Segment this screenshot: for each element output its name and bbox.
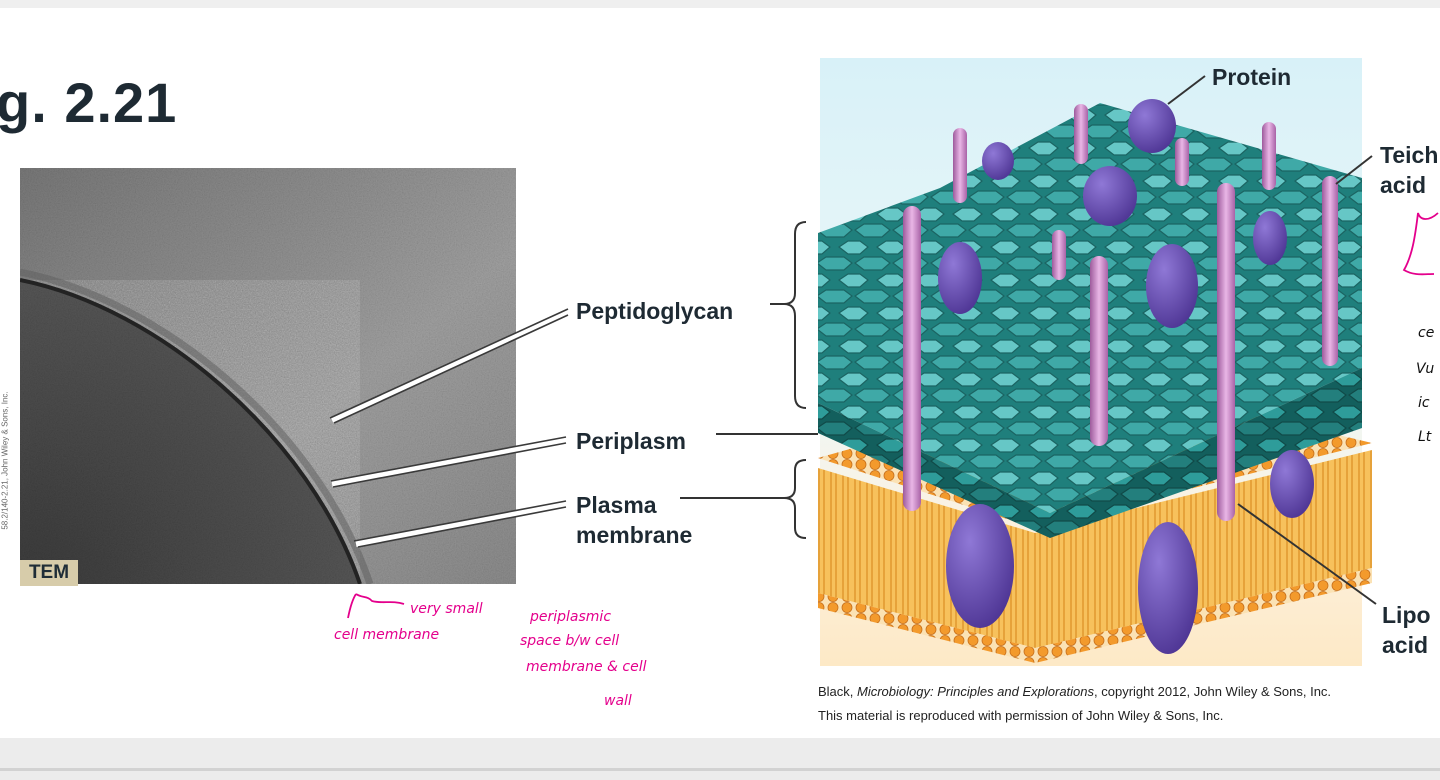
copyright-suffix: , copyright 2012, John Wiley & Sons, Inc… [1094, 684, 1332, 699]
handwriting-note-b-line3: membrane & cell [526, 659, 647, 675]
copyright-book-title: Microbiology: Principles and Exploration… [857, 684, 1095, 699]
label-protein: Protein [1212, 64, 1292, 90]
bottom-bar [0, 738, 1440, 780]
label-lipoteichoic-acid: Lipo acid [1382, 600, 1431, 660]
label-teichoic-line2: acid [1380, 172, 1427, 198]
label-peptidoglycan: Peptidoglycan [576, 298, 734, 324]
teichoic-leader [1335, 155, 1373, 185]
bottom-scroll-line [0, 768, 1440, 771]
handwriting-note-b-line1: periplasmic [530, 609, 612, 625]
handwriting-right-line3: Vu [1416, 361, 1435, 377]
label-plasma-membrane: Plasma membrane [576, 490, 692, 550]
handwriting-note-b-line2: space b/w cell [520, 633, 620, 649]
label-lipo-line1: Lipo [1382, 602, 1431, 628]
handwriting-note-a-line2: cell membrane [334, 627, 440, 643]
peptidoglycan-side [1050, 368, 1362, 538]
label-teichoic-acid: Teich acid [1380, 140, 1438, 200]
tem-badge: TEM [20, 560, 78, 586]
copyright-line-1: Black, Microbiology: Principles and Expl… [818, 684, 1331, 699]
label-periplasm: Periplasm [576, 428, 686, 454]
peptidoglycan-bracket [783, 221, 807, 409]
copyright-line-2: This material is reproduced with permiss… [818, 708, 1224, 723]
teichoic-acid-rods [903, 104, 1338, 521]
figure-title: g. 2.21 [0, 71, 178, 134]
protein-molecules [938, 99, 1314, 654]
label-plasma-line2: membrane [576, 522, 693, 548]
handwriting-note-a-line1: very small [410, 601, 483, 617]
tem-pointer-arrows [330, 309, 570, 547]
handwriting-right-line4: ic [1418, 395, 1430, 411]
lipoteichoic-leader [1237, 503, 1377, 605]
handwriting-right-line5: Lt [1418, 429, 1432, 445]
cell-envelope-illustration [329, 58, 1439, 666]
slide: g. 2.21 TEM 5 [0, 8, 1440, 738]
handwriting-strokes [347, 212, 1439, 619]
handwriting-note-b-line4: wall [604, 693, 632, 709]
label-teichoic-line1: Teich [1380, 142, 1439, 168]
label-lipo-line2: acid [1382, 632, 1429, 658]
membrane-bracket [783, 459, 807, 539]
handwriting-right-line2: ce [1418, 325, 1435, 341]
protein-leader [1167, 75, 1206, 105]
label-plasma-line1: Plasma [576, 492, 657, 518]
copyright-prefix: Black, [818, 684, 858, 699]
